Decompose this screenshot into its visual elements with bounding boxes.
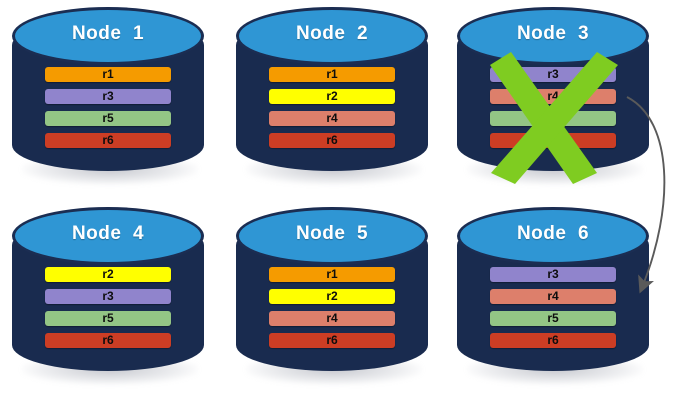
record-bar-r5[interactable]: r5 [490, 311, 616, 326]
record-bar-r5[interactable]: r5 [45, 311, 171, 326]
record-bar-r3[interactable]: r3 [490, 267, 616, 282]
node-cylinder-top [236, 7, 428, 65]
node-title: Node 6 [516, 223, 590, 244]
record-list: r1 r3 r5 r6 [45, 67, 171, 148]
node-5[interactable]: Node 5 r1 r2 r4 r6 [232, 205, 432, 390]
record-list: r3 r4 r5 r6 [490, 267, 616, 348]
node-6[interactable]: Node 6 r3 r4 r5 r6 [453, 205, 653, 390]
record-list: r1 r2 r4 r6 [269, 267, 395, 348]
node-title: Node 3 [516, 23, 590, 44]
node-1[interactable]: Node 1 r1 r3 r5 r6 [8, 5, 208, 190]
record-bar-r6[interactable]: r6 [269, 333, 395, 348]
node-2[interactable]: Node 2 r1 r2 r4 r6 [232, 5, 432, 190]
record-bar-r6[interactable]: r6 [45, 133, 171, 148]
node-4[interactable]: Node 4 r2 r3 r5 r6 [8, 205, 208, 390]
node-cylinder-top [12, 207, 204, 265]
record-bar-r5[interactable]: r5 [490, 111, 616, 126]
record-bar-r1[interactable]: r1 [269, 267, 395, 282]
record-list: r2 r3 r5 r6 [45, 267, 171, 348]
record-bar-r4[interactable]: r4 [269, 311, 395, 326]
node-cylinder-top [236, 207, 428, 265]
record-bar-r3[interactable]: r3 [45, 289, 171, 304]
node-title: Node 2 [295, 23, 369, 44]
node-title: Node 1 [71, 23, 145, 44]
record-bar-r4[interactable]: r4 [269, 111, 395, 126]
node-3[interactable]: Node 3 r3 r4 r5 r6 [453, 5, 653, 190]
record-bar-r6[interactable]: r6 [269, 133, 395, 148]
record-bar-r2[interactable]: r2 [269, 89, 395, 104]
record-bar-r6[interactable]: r6 [490, 333, 616, 348]
record-bar-r3[interactable]: r3 [490, 67, 616, 82]
record-bar-r1[interactable]: r1 [269, 67, 395, 82]
record-bar-r5[interactable]: r5 [45, 111, 171, 126]
record-bar-r6[interactable]: r6 [45, 333, 171, 348]
record-bar-r2[interactable]: r2 [269, 289, 395, 304]
node-title: Node 5 [295, 223, 369, 244]
node-title: Node 4 [71, 223, 145, 244]
record-bar-r4[interactable]: r4 [490, 289, 616, 304]
record-list: r1 r2 r4 r6 [269, 67, 395, 148]
record-bar-r3[interactable]: r3 [45, 89, 171, 104]
record-list: r3 r4 r5 r6 [490, 67, 616, 148]
node-cylinder-top [12, 7, 204, 65]
record-bar-r6[interactable]: r6 [490, 133, 616, 148]
record-bar-r2[interactable]: r2 [45, 267, 171, 282]
record-bar-r1[interactable]: r1 [45, 67, 171, 82]
node-cylinder-top [457, 207, 649, 265]
record-bar-r4[interactable]: r4 [490, 89, 616, 104]
